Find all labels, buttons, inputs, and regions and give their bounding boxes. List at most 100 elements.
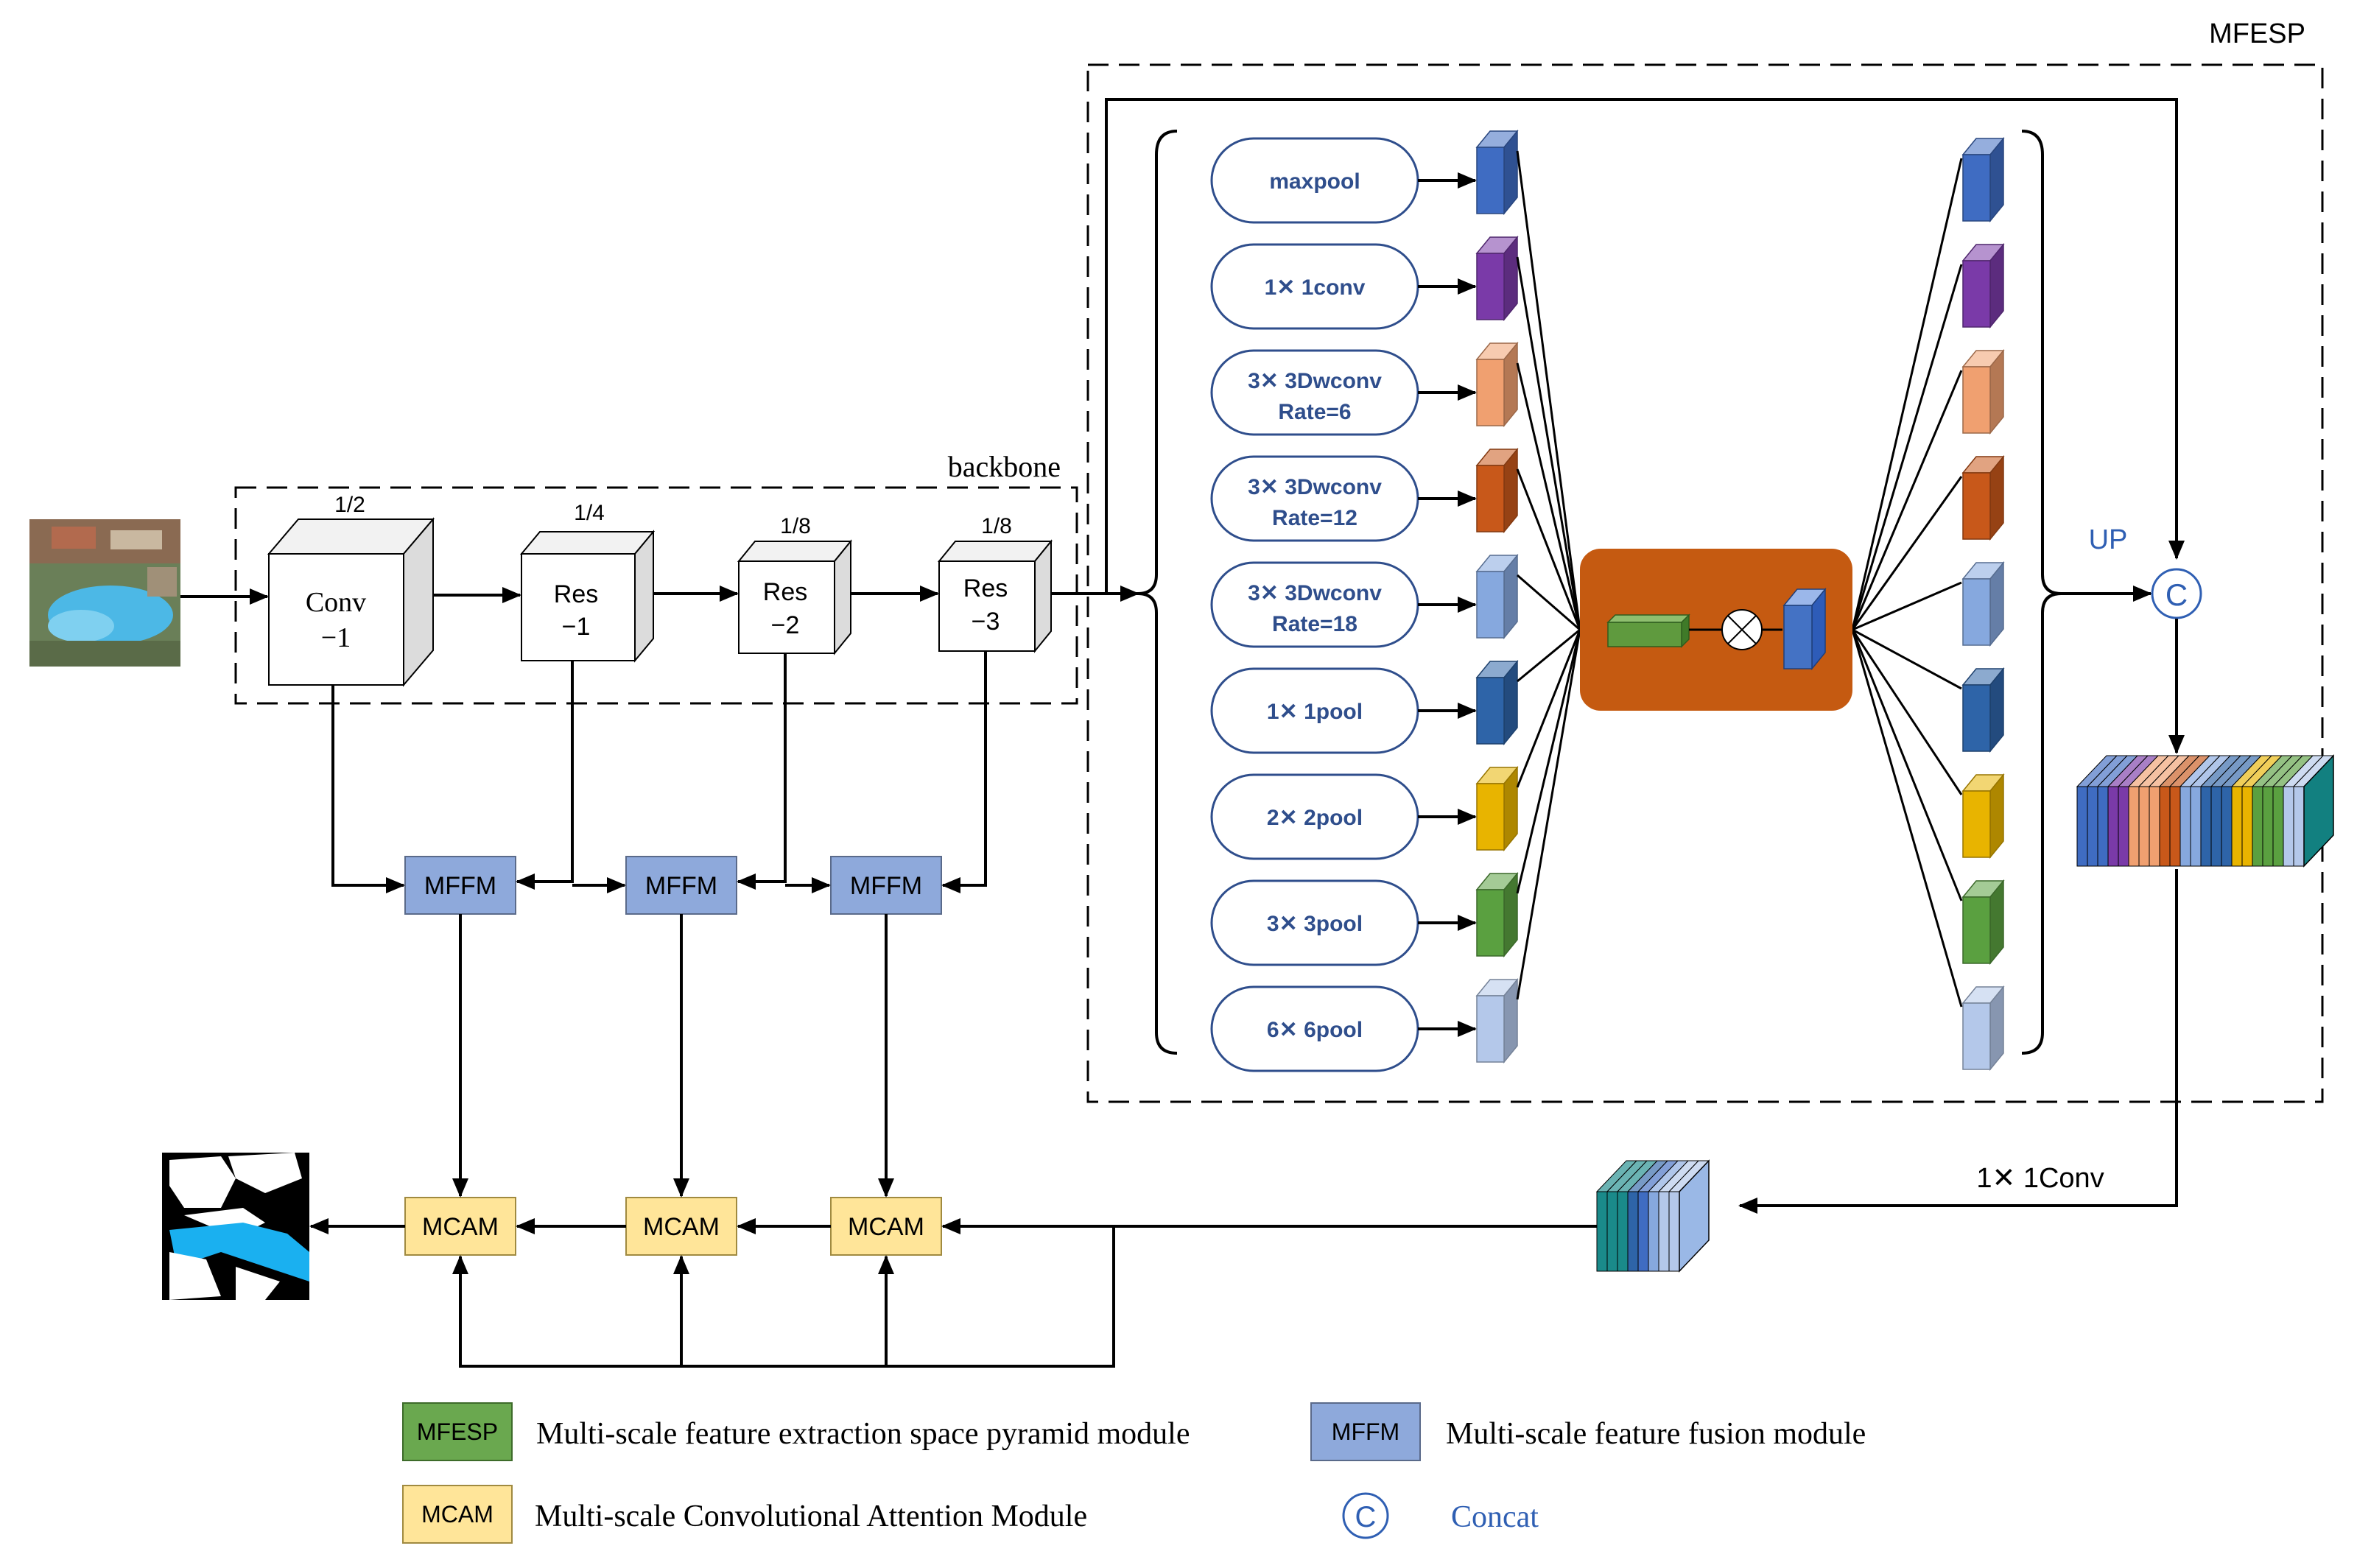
concat-slice (2231, 786, 2243, 867)
attention-block (1580, 549, 1852, 711)
branch-op-label: 3✕ 3Dwconv (1248, 369, 1382, 393)
branch-right-cube (1961, 136, 2005, 223)
concat-slice (2097, 786, 2109, 867)
legend-mcam-text: Multi-scale Convolutional Attention Modu… (535, 1500, 1087, 1533)
concat-slice (2128, 786, 2140, 867)
branch-op-label: 1✕ 1conv (1265, 275, 1366, 300)
res-2-block: Res −2 (737, 539, 853, 655)
conv-slice (1648, 1191, 1659, 1272)
scale-label-4: 1/8 (981, 514, 1012, 538)
mfesp-title: MFESP (2209, 18, 2305, 49)
branch-fan-in (1516, 256, 1581, 630)
backbone-title: backbone (948, 450, 1061, 483)
mffm-label-2: MFFM (645, 872, 717, 900)
branch-op-rate: Rate=12 (1272, 506, 1357, 530)
up-label: UP (2089, 524, 2128, 555)
branch-4: 3✕ 3Dwconv Rate=12 (1210, 447, 2005, 630)
concat-slice (2179, 786, 2191, 867)
res-3-block: Res −3 (937, 539, 1053, 653)
left-brace (1137, 130, 1178, 1055)
legend-mfesp-tag: MFESP (417, 1418, 498, 1445)
branch-9: 6✕ 6pool (1210, 629, 2005, 1072)
branch-right-cube (1961, 985, 2005, 1072)
mffm-box-3: MFFM (830, 856, 942, 915)
branch-left-cube (1475, 447, 1519, 534)
concat-slice (2076, 786, 2088, 867)
branch-7: 2✕ 2pool (1210, 629, 2005, 860)
legend-mffm-text: Multi-scale feature fusion module (1446, 1417, 1866, 1451)
backbone-region (234, 486, 1078, 705)
branch-fan-in (1517, 628, 1581, 683)
conv-1-block: Conv −1 (267, 517, 435, 687)
branch-right-cube (1961, 348, 2005, 435)
conv-slice (1606, 1191, 1618, 1272)
branch-op-label: maxpool (1269, 169, 1360, 194)
branch-op-label: 2✕ 2pool (1267, 806, 1363, 830)
res-2-label: Res (763, 578, 807, 606)
branch-fan-in (1516, 629, 1581, 1000)
mcam-label-2: MCAM (643, 1213, 720, 1241)
concat-slice (2118, 786, 2129, 867)
branch-fan-in (1516, 629, 1581, 894)
mfesp-region (1086, 63, 2324, 1103)
conv-output-stack (1595, 1159, 1710, 1273)
branch-fan-in (1516, 468, 1581, 630)
branch-right-cube (1961, 454, 2005, 541)
branch-8: 3✕ 3pool (1210, 629, 2005, 966)
branch-left-cube (1475, 765, 1519, 852)
branch-right-cube (1961, 242, 2005, 329)
branch-2: 1✕ 1conv (1210, 235, 2005, 630)
branch-left-cube (1475, 871, 1519, 958)
concat-slice (2221, 786, 2233, 867)
concat-icon-letter: C (2165, 577, 2188, 612)
concat-slice (2138, 786, 2150, 867)
res-3-label: Res (963, 574, 1008, 602)
branch-fan-in (1516, 629, 1581, 788)
concat-slice (2241, 786, 2253, 867)
branch-fan-out (1851, 629, 1963, 1008)
branch-right-cube (1961, 773, 2005, 859)
branch-fan-out (1851, 629, 1963, 901)
branch-right-cube (1961, 560, 2005, 647)
branch-op-rate: Rate=6 (1278, 400, 1351, 424)
legend-concat-icon: C (1355, 1501, 1377, 1533)
branch-op-label: 6✕ 6pool (1267, 1018, 1363, 1042)
mfesp-bypass-line (1105, 98, 2185, 594)
res-1-block: Res −1 (519, 530, 656, 663)
res-1-index: −1 (562, 613, 591, 641)
legend-mffm-tag: MFFM (1332, 1418, 1399, 1445)
concat-slice-side (2303, 754, 2334, 868)
mffm-box-1: MFFM (404, 856, 516, 915)
branch-op-label: 3✕ 3Dwconv (1248, 581, 1382, 605)
concat-slice (2272, 786, 2284, 867)
conv-slice (1596, 1191, 1608, 1272)
legend-mcam-tag: MCAM (421, 1501, 493, 1527)
backbone-arrows (180, 586, 1139, 605)
concat-slice (2190, 786, 2202, 867)
branch-left-cube (1475, 341, 1519, 428)
branch-1: maxpool (1210, 129, 2005, 630)
conv-slice (1627, 1191, 1639, 1272)
mcam-label-1: MCAM (422, 1213, 499, 1241)
conv-1-index: −1 (321, 622, 351, 653)
branch-fan-out (1852, 628, 1962, 690)
res-2-index: −2 (771, 611, 800, 639)
branch-fan-in (1516, 150, 1581, 630)
concat-slice (2159, 786, 2171, 867)
res-3-index: −3 (972, 608, 1000, 636)
branch-left-cube (1475, 553, 1519, 640)
concat-slice (2149, 786, 2160, 867)
legend-item-mffm: MFFM Multi-scale feature fusion module (1310, 1402, 1866, 1461)
concat-slice (2107, 786, 2119, 867)
branch-right-cube (1961, 879, 2005, 966)
mffm-box-2: MFFM (625, 856, 737, 915)
mcam-label-3: MCAM (848, 1213, 924, 1241)
branch-6: 1✕ 1pool (1210, 628, 2005, 754)
branch-fan-out (1851, 264, 1963, 630)
conv-slice (1617, 1191, 1629, 1272)
legend-mfesp-text: Multi-scale feature extraction space pyr… (536, 1417, 1190, 1451)
concat-slice (2087, 786, 2098, 867)
output-segmentation-mask (162, 1153, 309, 1300)
